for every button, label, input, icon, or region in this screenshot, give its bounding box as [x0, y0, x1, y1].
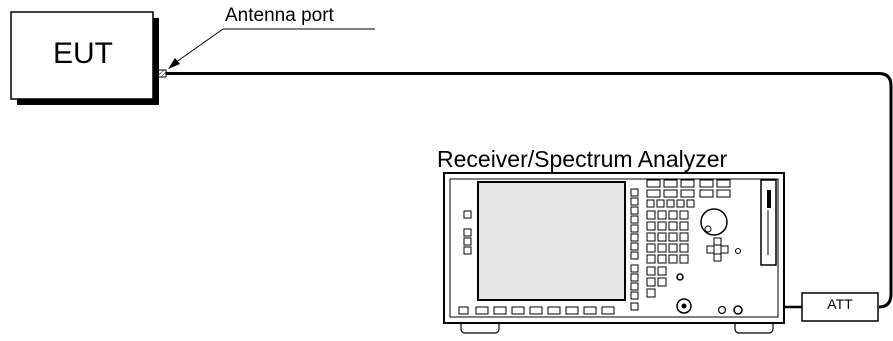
- attenuator-box: [801, 292, 879, 322]
- attenuator-label: ATT: [827, 296, 853, 312]
- eut-label: EUT: [53, 37, 113, 70]
- antenna-port-callout: [168, 28, 375, 69]
- analyzer-label: Receiver/Spectrum Analyzer: [437, 146, 728, 172]
- spectrum-analyzer: [443, 172, 785, 334]
- antenna-port-label: Antenna port: [225, 5, 334, 26]
- eut-box: [10, 11, 159, 105]
- rf-cable: [166, 72, 893, 309]
- antenna-port-connector: [152, 69, 167, 78]
